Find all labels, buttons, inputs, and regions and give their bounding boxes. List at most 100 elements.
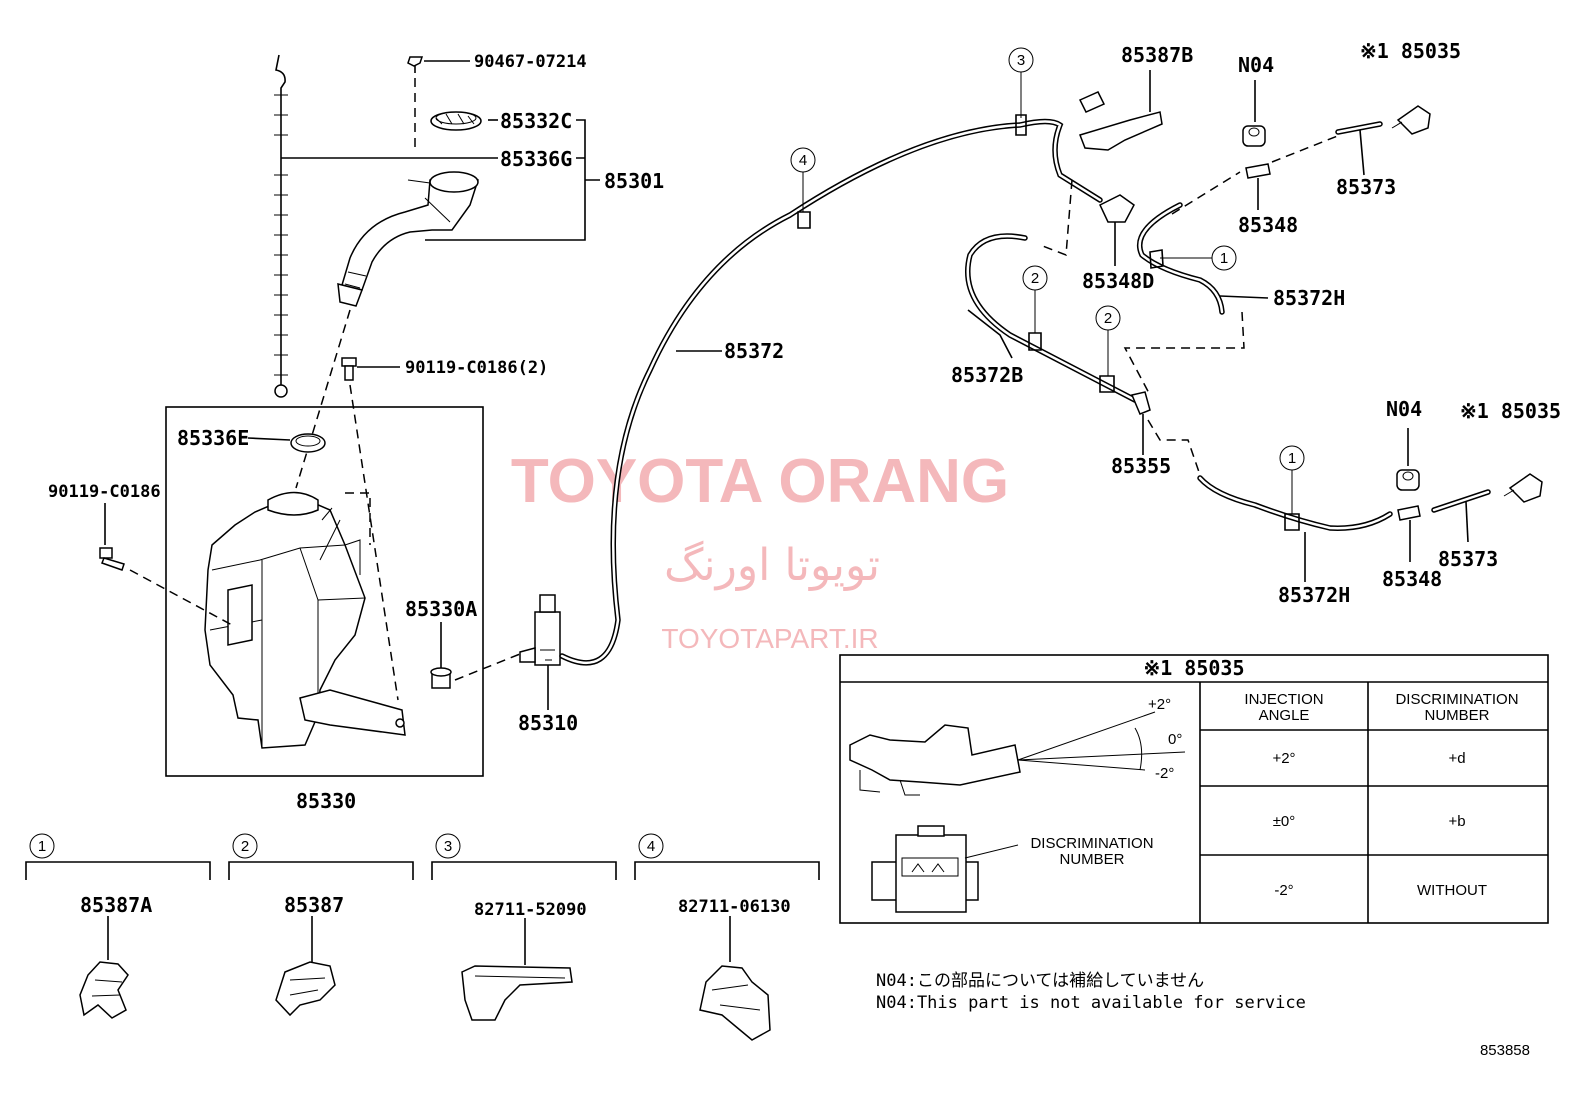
callout-85372: 85372 [724, 339, 784, 363]
callout-90119-c0186-2: 90119-C0186(2) [405, 358, 548, 378]
callout-85348-lower: 85348 [1382, 567, 1442, 591]
circle-ref-4: 4 [790, 147, 816, 229]
note-en: N04:This part is not available for servi… [876, 993, 1306, 1013]
diagram-code: 853858 [1480, 1042, 1530, 1059]
washer-tank-assembly [99, 54, 600, 777]
callout-85035-upper: ※1 85035 [1360, 39, 1461, 63]
row-1-angle: +2° [1272, 750, 1295, 767]
clip-legend-part-4: 82711-06130 [678, 897, 791, 917]
svg-text:2: 2 [241, 838, 249, 855]
svg-text:2: 2 [1031, 270, 1039, 287]
hose-85372 [559, 118, 1103, 666]
svg-text:4: 4 [647, 838, 655, 855]
callout-85035-lower: ※1 85035 [1460, 399, 1561, 423]
row-2-number: +b [1448, 813, 1465, 830]
svg-text:1: 1 [38, 838, 46, 855]
discrimination-connector-icon [871, 825, 1019, 913]
header-disc-1: DISCRIMINATION [1395, 691, 1518, 708]
watermark-site: TOYOTAPART.IR [661, 623, 878, 654]
clip-legend-part-1: 85387A [80, 893, 152, 917]
clip-legend-item-3: 3 82711-52090 [431, 833, 617, 1021]
disc-label-2: NUMBER [1059, 851, 1124, 868]
callout-n04-lower: N04 [1386, 397, 1422, 421]
circle-ref-2a: 2 [1022, 265, 1048, 351]
callout-85330a: 85330A [405, 597, 477, 621]
svg-text:1: 1 [1220, 250, 1228, 267]
nozzle-85035-upper-icon [1396, 105, 1431, 135]
upper-nozzle-group [1171, 80, 1431, 215]
callout-85330: 85330 [296, 789, 356, 813]
circle-ref-2b: 2 [1095, 305, 1121, 393]
angle-zero-label: 0° [1168, 731, 1182, 748]
tank-frame [165, 406, 484, 777]
header-injection-1: INJECTION [1244, 691, 1323, 708]
clip-82711-52090-icon [461, 965, 573, 1021]
svg-text:3: 3 [444, 838, 452, 855]
callout-85310: 85310 [518, 711, 578, 735]
watermark-brand: TOYOTA ORANG [511, 447, 1009, 516]
clip-legend-item-4: 4 82711-06130 [634, 833, 820, 1041]
callout-85332c: 85332C [500, 109, 572, 133]
washer-pump-icon [519, 594, 561, 710]
row-1-number: +d [1448, 750, 1465, 767]
clip-legend-part-2: 85387 [284, 893, 344, 917]
bolt-left-icon [99, 503, 125, 571]
joint-85348-lower-icon [1397, 505, 1421, 521]
nozzle-angle-icon [849, 711, 1186, 796]
filler-cap-icon [430, 111, 482, 131]
joint-85348-upper-icon [1245, 163, 1271, 179]
callout-85336e: 85336E [177, 426, 249, 450]
level-gauge-icon [274, 54, 288, 398]
svg-text:1: 1 [1288, 450, 1296, 467]
callout-90467-07214: 90467-07214 [474, 52, 587, 72]
callout-85336g: 85336G [500, 147, 572, 171]
callout-85387b: 85387B [1121, 43, 1193, 67]
clip-85387a-icon [79, 961, 129, 1019]
callout-85348d: 85348D [1082, 269, 1154, 293]
angle-minus-label: -2° [1155, 765, 1174, 782]
callout-85301: 85301 [604, 169, 664, 193]
svg-text:4: 4 [799, 152, 807, 169]
callout-85372h-lower: 85372H [1278, 583, 1350, 607]
joint-85348d-icon [1099, 194, 1135, 266]
circle-ref-1a: 1 [1149, 245, 1237, 271]
angle-plus-label: +2° [1148, 696, 1171, 713]
hose-85372b [965, 233, 1138, 403]
detail-table-title: ※1 85035 [1143, 656, 1244, 680]
nozzle-85035-lower-icon [1508, 473, 1543, 503]
bolt-upper-icon [341, 357, 400, 381]
callout-85348-upper: 85348 [1238, 213, 1298, 237]
svg-text:2: 2 [1104, 310, 1112, 327]
hose-85372h-upper [1136, 202, 1269, 315]
callout-n04-upper: N04 [1238, 53, 1274, 77]
disc-label-1: DISCRIMINATION [1030, 835, 1153, 852]
callout-90119-c0186: 90119-C0186 [48, 482, 161, 502]
watermark-persian: تویوتا اورنگ [664, 540, 880, 591]
clip-85387-icon [275, 961, 336, 1017]
watermark: TOYOTA ORANG تویوتا اورنگ TOYOTAPART.IR [511, 447, 1009, 654]
row-3-angle: -2° [1274, 882, 1293, 899]
callout-85373-lower: 85373 [1438, 547, 1498, 571]
washer-tank-icon [204, 491, 406, 749]
circle-refs: 3 4 1 2 2 1 [790, 47, 1305, 531]
lower-nozzle-group [1197, 428, 1543, 582]
callout-85373-upper: 85373 [1336, 175, 1396, 199]
clip-90467-icon [407, 56, 470, 73]
circle-ref-3: 3 [1008, 47, 1034, 136]
callout-85372h-upper: 85372H [1273, 286, 1345, 310]
clip-legend-item-1: 1 85387A [25, 833, 211, 1019]
filler-neck-icon [337, 171, 479, 307]
clip-82711-06130-icon [699, 965, 771, 1041]
clamp-85387b-icon [1078, 70, 1163, 151]
note-jp: N04:この部品については補給していません [876, 971, 1204, 991]
connector-85355-icon [1130, 391, 1151, 455]
row-2-angle: ±0° [1273, 813, 1296, 830]
row-3-number: WITHOUT [1417, 882, 1487, 899]
grommet-85336e-icon [247, 433, 326, 453]
circle-ref-1b: 1 [1279, 445, 1305, 531]
callout-85372b: 85372B [951, 363, 1023, 387]
callouts: 90467-07214 85332C 85336G 85301 90119-C0… [48, 39, 1561, 813]
grommet-85330a-icon [430, 622, 452, 689]
callout-85355: 85355 [1111, 454, 1171, 478]
